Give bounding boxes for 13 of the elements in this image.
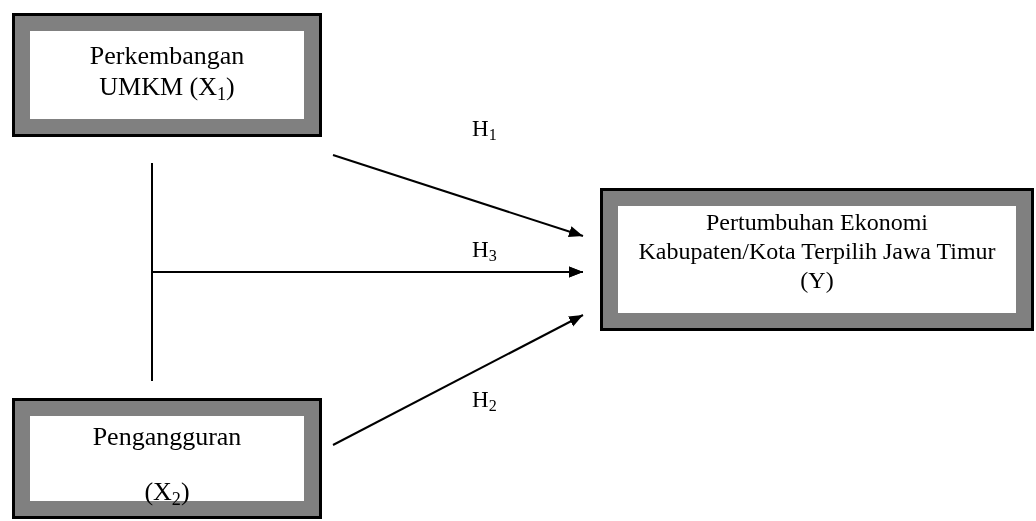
variable-box xyxy=(600,188,1034,331)
edge-label: H$_{3}$ xyxy=(472,238,497,265)
variable-box xyxy=(12,398,322,519)
node-text: Pengangguran xyxy=(92,421,242,453)
arrow xyxy=(332,154,584,237)
node-text: Perkembangan UMKM (X$_{1}$) xyxy=(88,40,246,106)
arrow xyxy=(332,314,584,446)
node-text: Pertumbuhan Ekonomi Kabupaten/Kota Terpilih Jawa Timur (Y) xyxy=(637,208,997,295)
edge-label: H$_{1}$ xyxy=(472,117,497,144)
arrow xyxy=(151,266,584,382)
variable-box xyxy=(12,13,322,137)
edge-label: H$_{2}$ xyxy=(472,388,497,415)
node-text: (X$_{2}$) xyxy=(144,476,190,511)
